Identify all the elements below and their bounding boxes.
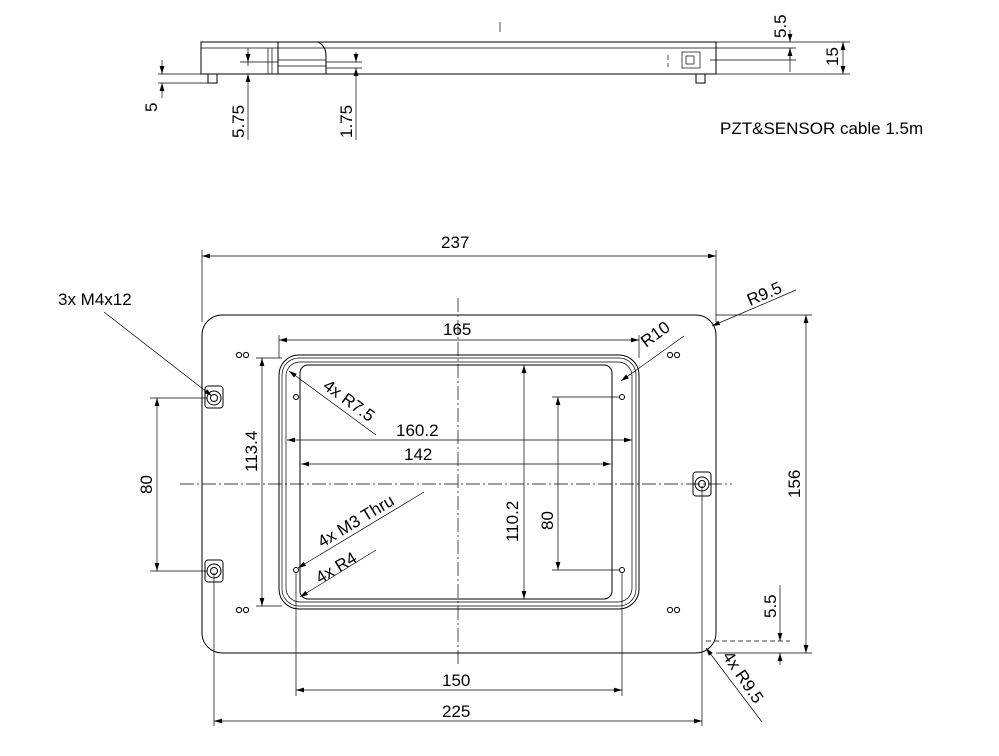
dim-142: 142	[404, 445, 432, 464]
callout-r9-5-bottom: 4x R9.5	[719, 648, 768, 707]
dim-side-5-75: 5.75	[229, 105, 248, 138]
dim-side-15: 15	[823, 47, 842, 66]
side-body-outline	[200, 41, 717, 75]
callout-r9-5-top: R9.5	[744, 278, 784, 310]
side-view: 5.5 15 5 5.75 1.75 PZT&SENSOR cable 1.5m	[142, 14, 923, 140]
window-opening	[299, 364, 613, 600]
side-foot-left	[207, 73, 218, 84]
dim-156: 156	[785, 470, 804, 498]
dim-side-5-5: 5.5	[771, 14, 790, 38]
dim-110-2: 110.2	[503, 501, 522, 542]
m3-holes	[293, 394, 625, 573]
dim-80-left: 80	[137, 475, 156, 494]
top-view: 237 165 160.2 142 150 225 156 5.5	[58, 233, 812, 726]
dim-side-1-75: 1.75	[337, 105, 356, 138]
dim-side-5: 5	[142, 103, 161, 112]
side-connector	[247, 41, 327, 75]
side-foot-right	[695, 73, 706, 84]
callout-r7-5: 4x R7.5	[320, 376, 379, 426]
window-frame-outer	[278, 354, 640, 610]
callout-r4: 4x R4	[312, 548, 360, 587]
dim-80-right: 80	[538, 511, 557, 530]
callout-r10: R10	[637, 318, 673, 352]
dim-160-2: 160.2	[396, 421, 439, 440]
m4-hole-top-left	[204, 385, 224, 409]
dim-237: 237	[441, 233, 469, 252]
dim-113-4: 113.4	[242, 431, 261, 472]
window-frame-inner	[285, 361, 633, 603]
dim-225: 225	[442, 702, 470, 721]
dim-150: 150	[442, 671, 470, 690]
callout-m3-thru: 4x M3 Thru	[314, 491, 397, 551]
dot-pairs	[235, 351, 681, 614]
dim-5-5-bottom: 5.5	[761, 594, 780, 618]
dim-165: 165	[443, 320, 471, 339]
window-frame-mid	[281, 357, 637, 607]
side-sensor-box	[667, 51, 701, 69]
callout-m4x12: 3x M4x12	[58, 290, 132, 309]
cable-note: PZT&SENSOR cable 1.5m	[720, 119, 923, 138]
